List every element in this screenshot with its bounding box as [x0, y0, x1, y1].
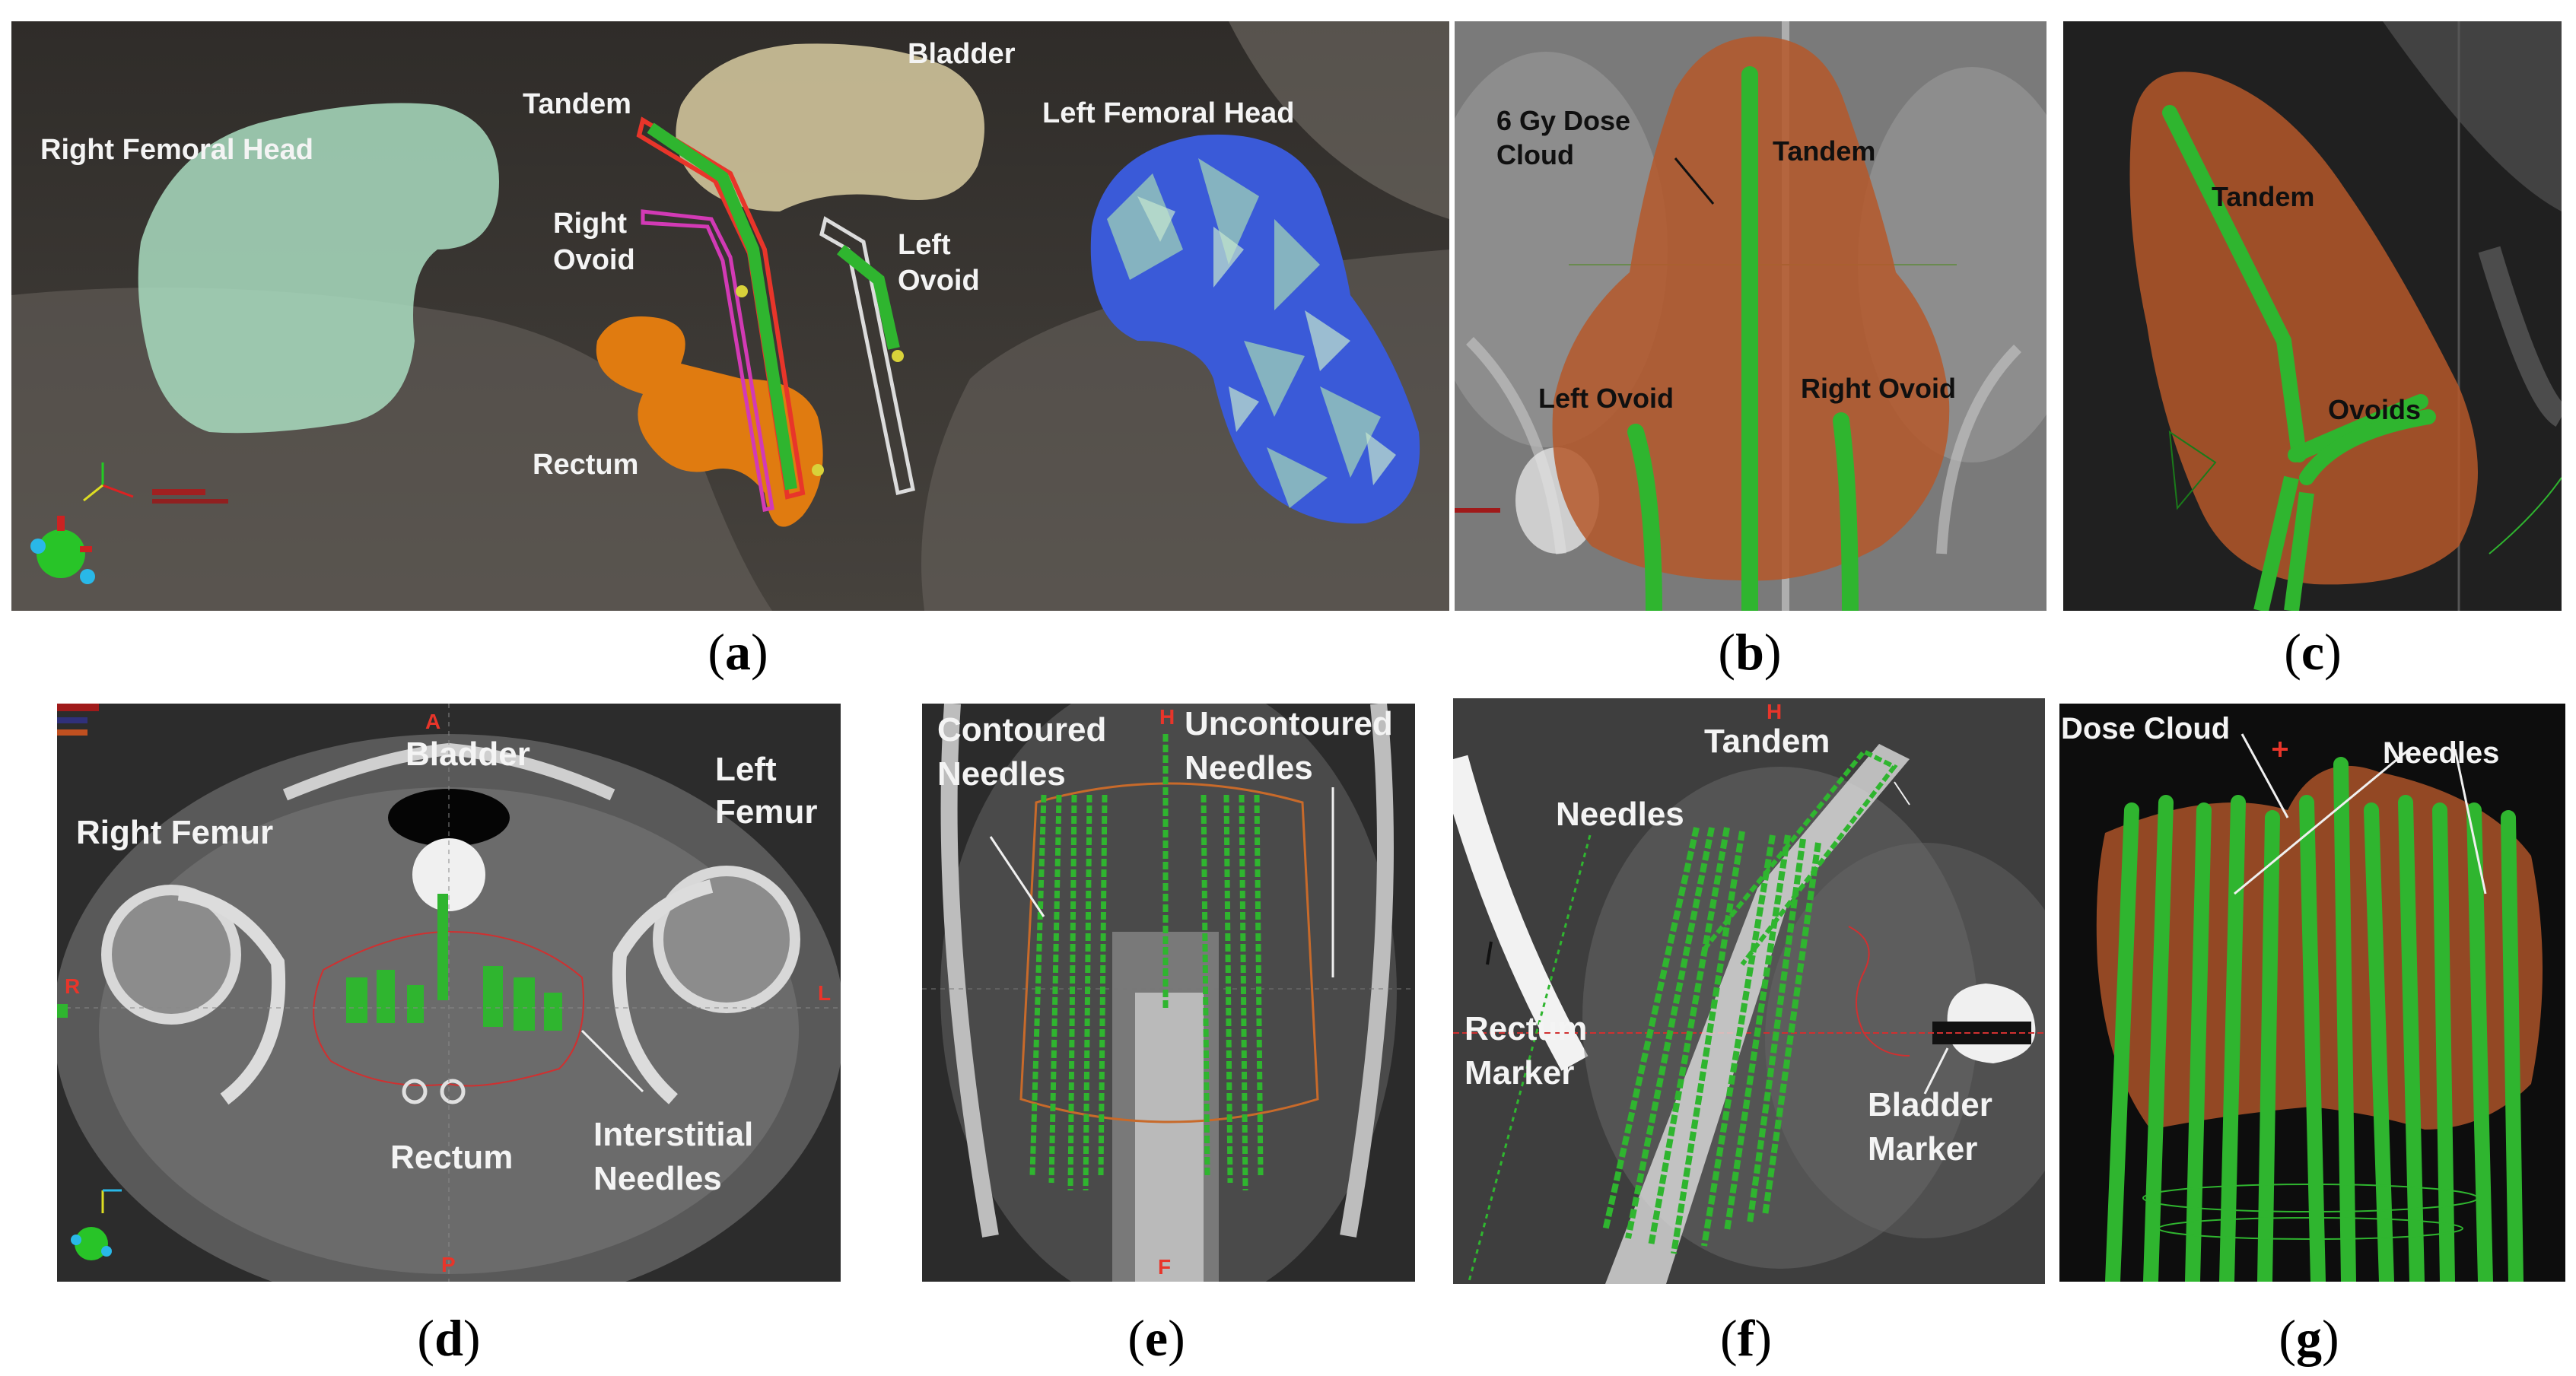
label-orient-f-e: F	[1158, 1255, 1172, 1279]
orientation-widget-d	[71, 1189, 122, 1260]
right-ovoid-rod	[1833, 412, 1859, 611]
panel-g-render	[2059, 704, 2565, 1282]
label-orient-l-d: L	[818, 981, 832, 1005]
label-interstitial-line1: Interstitial	[593, 1116, 754, 1153]
panel-f-render	[1453, 698, 2045, 1284]
label-right-femur: Right Femur	[76, 814, 274, 851]
panel-d-render	[57, 704, 841, 1282]
label-uncontoured-line1: Uncontoured	[1185, 705, 1393, 742]
label-orient-p-d: P	[441, 1253, 456, 1276]
caption-g: (g)	[2279, 1309, 2339, 1367]
needle-bundle-right-e	[1201, 794, 1264, 1191]
panel-a-3d-view: Right Femoral Head Tandem Bladder Left F…	[11, 21, 1449, 611]
label-uncontoured-line2: Needles	[1185, 749, 1313, 787]
label-left-ovoid-line2: Ovoid	[898, 265, 980, 297]
panel-b-render	[1455, 21, 2046, 611]
label-contoured-line2: Needles	[937, 755, 1066, 793]
panel-c-render	[2063, 21, 2562, 611]
left-ovoid-applicator	[819, 216, 915, 496]
right-femoral-head-shape	[138, 103, 499, 434]
caption-d: (d)	[417, 1309, 481, 1367]
pelvis-surface-2	[1229, 21, 1449, 219]
orientation-widget	[30, 462, 134, 584]
tandem-outline-f	[1702, 748, 1898, 966]
label-interstitial-line2: Needles	[593, 1160, 722, 1197]
panel-f-sagittal-ct: H Tandem Needles Rectum Marker Bladder M…	[1453, 698, 2045, 1284]
ovoid-rods-c	[2288, 394, 2428, 462]
bladder-shape	[676, 43, 984, 211]
needle-rods-g	[2105, 757, 2524, 1282]
needle-bundle-f	[1602, 827, 1821, 1254]
label-rectum-marker-line1: Rectum	[1465, 1010, 1588, 1047]
caption-e: (e)	[1127, 1309, 1185, 1367]
label-rectum-marker-line2: Marker	[1465, 1054, 1575, 1092]
label-orient-r-d: R	[65, 974, 81, 998]
label-bladder-d: Bladder	[405, 736, 530, 773]
tandem-applicator	[636, 116, 806, 500]
label-orient-h-e: H	[1159, 705, 1175, 729]
panel-d-axial-ct: A R L P Bladder Right Femur Left Femur R…	[57, 704, 841, 1282]
label-bladder-a: Bladder	[908, 38, 1016, 70]
caption-c: (c)	[2284, 623, 2342, 681]
caption-a: (a)	[708, 623, 768, 681]
label-left-femur-line1: Left	[715, 751, 777, 788]
label-right-femoral-head: Right Femoral Head	[40, 134, 313, 166]
label-tandem-c: Tandem	[2212, 181, 2315, 212]
label-tandem-b: Tandem	[1773, 135, 1876, 167]
label-bladder-marker-line1: Bladder	[1868, 1086, 1992, 1123]
tandem-rod-c	[2162, 105, 2307, 462]
label-needles-g: Needles	[2383, 736, 2500, 770]
label-dose-cloud-line1: 6 Gy Dose	[1496, 105, 1631, 136]
label-orient-h-f: H	[1767, 700, 1783, 723]
caption-b: (b)	[1718, 623, 1782, 681]
label-right-ovoid-b: Right Ovoid	[1801, 373, 1956, 404]
panel-g-3d-needles: Dose Cloud Needles	[2059, 704, 2565, 1282]
panel-b-radiograph: 6 Gy Dose Cloud Tandem Left Ovoid Right …	[1455, 21, 2046, 611]
right-ovoid-applicator	[641, 209, 774, 512]
label-dose-cloud-line2: Cloud	[1496, 139, 1574, 170]
label-right-ovoid-line2: Ovoid	[553, 244, 635, 276]
panel-a-render	[11, 21, 1449, 611]
label-left-femur-line2: Femur	[715, 793, 818, 831]
label-tandem-f: Tandem	[1704, 723, 1830, 760]
needle-bundle-left-e	[1029, 734, 1169, 1191]
label-left-ovoid-b: Left Ovoid	[1538, 383, 1674, 414]
panel-c-3d-dose: Tandem Ovoids	[2063, 21, 2562, 611]
label-rectum-d: Rectum	[390, 1139, 514, 1176]
left-ovoid-rod	[1627, 424, 1662, 611]
label-ovoids-c: Ovoids	[2328, 394, 2422, 425]
caption-f: (f)	[1720, 1309, 1772, 1367]
label-bladder-marker-line2: Marker	[1868, 1130, 1978, 1168]
label-orient-a-d: A	[425, 710, 441, 733]
label-tandem-a: Tandem	[523, 88, 631, 120]
label-right-ovoid-line1: Right	[553, 208, 628, 240]
label-contoured-line1: Contoured	[937, 711, 1107, 748]
label-needles-f: Needles	[1556, 796, 1684, 833]
label-left-ovoid-line1: Left	[898, 229, 951, 261]
panel-e-coronal-ct: H F Contoured Needles Uncontoured Needle…	[922, 704, 1415, 1282]
label-rectum-a: Rectum	[533, 449, 639, 481]
panel-e-render	[922, 704, 1415, 1282]
label-dose-cloud-g: Dose Cloud	[2061, 712, 2231, 745]
label-left-femoral-head: Left Femoral Head	[1042, 97, 1295, 129]
